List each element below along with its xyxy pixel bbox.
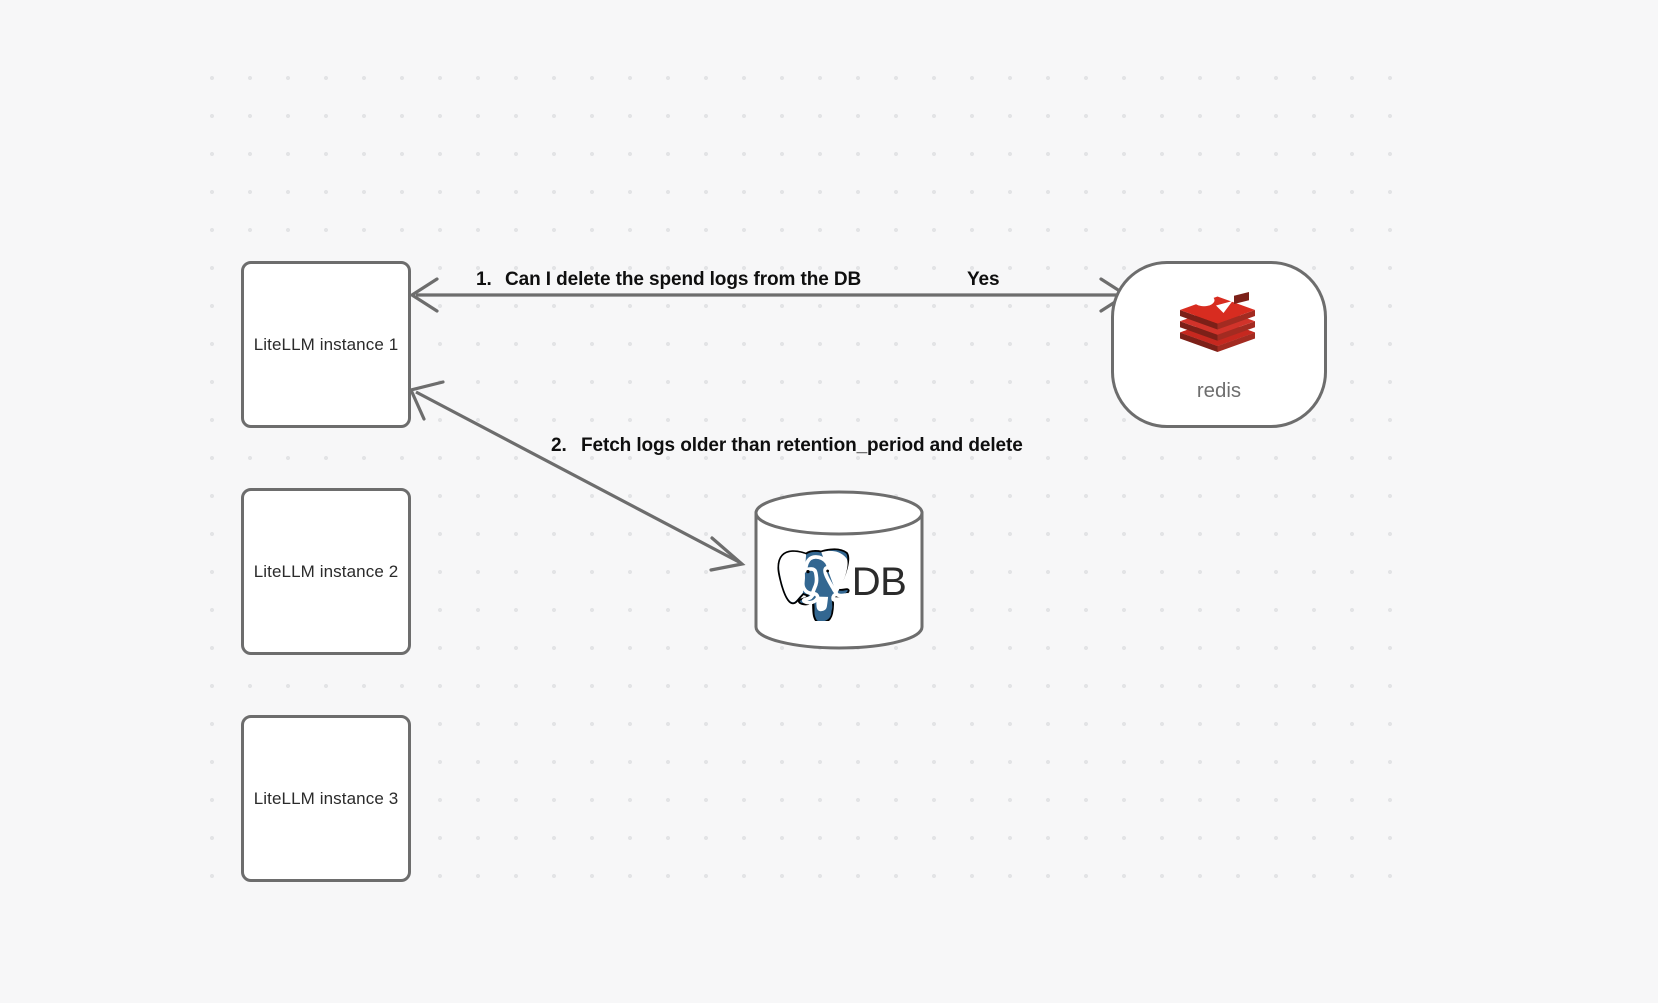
node-litellm-instance-2[interactable]: LiteLLM instance 2 (241, 488, 411, 655)
redis-logo: redis (1163, 285, 1275, 404)
edge-litellm1-db (408, 380, 746, 572)
edge-1-label: Can I delete the spend logs from the DB (505, 269, 862, 290)
edge-2-number: 2. (551, 435, 567, 456)
node-redis[interactable]: redis (1111, 261, 1327, 428)
edge-2-label: Fetch logs older than retention_period a… (581, 435, 1023, 456)
redis-wordmark: redis (1197, 380, 1241, 402)
postgresql-elephant-icon (777, 548, 850, 621)
edge-1-number: 1. (476, 269, 492, 290)
redis-logo-icon (1180, 285, 1255, 352)
node-litellm-instance-3[interactable]: LiteLLM instance 3 (241, 715, 411, 882)
node-litellm-instance-1[interactable]: LiteLLM instance 1 (241, 261, 411, 428)
arrowhead-left-icon (409, 277, 439, 313)
node-litellm-instance-3-label: LiteLLM instance 3 (253, 788, 399, 808)
database-label: DB (851, 559, 907, 604)
edge-1-reply-label: Yes (967, 269, 1000, 290)
node-litellm-instance-1-label: LiteLLM instance 1 (253, 334, 399, 354)
node-database[interactable]: DB (753, 490, 925, 650)
arrowhead-downright-icon (709, 536, 746, 572)
svg-text:redis: redis (1197, 380, 1241, 402)
node-litellm-instance-2-label: LiteLLM instance 2 (253, 561, 399, 581)
arrowhead-upleft-icon (408, 380, 445, 421)
